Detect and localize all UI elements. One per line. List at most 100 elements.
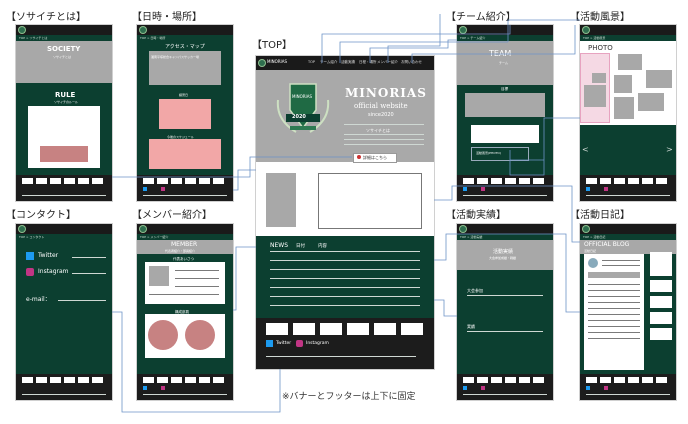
footer-banner[interactable] xyxy=(491,377,502,383)
footer-banner[interactable] xyxy=(213,178,224,184)
footer-banner[interactable] xyxy=(656,377,667,383)
nav-member[interactable]: メンバー紹介 xyxy=(377,60,398,64)
footer-banner[interactable] xyxy=(491,178,502,184)
footer-banner[interactable] xyxy=(586,377,597,383)
footer-banner[interactable] xyxy=(36,178,47,184)
next-icon[interactable]: > xyxy=(666,145,673,154)
news-row[interactable] xyxy=(270,287,420,288)
footer-banner[interactable] xyxy=(463,377,474,383)
photo-button[interactable]: 活動風景(PHOTO) xyxy=(471,147,529,161)
instagram-icon[interactable] xyxy=(604,187,608,191)
twitter-icon[interactable] xyxy=(463,187,467,191)
instagram-icon[interactable] xyxy=(161,187,165,191)
twitter-icon[interactable] xyxy=(463,386,467,390)
blog-side-item[interactable] xyxy=(650,280,672,292)
footer-banner[interactable] xyxy=(213,377,224,383)
twitter-icon[interactable] xyxy=(586,187,590,191)
footer-banner[interactable] xyxy=(505,178,516,184)
blog-side-item[interactable] xyxy=(650,328,672,340)
footer-banner[interactable] xyxy=(533,178,544,184)
news-row[interactable] xyxy=(270,260,420,261)
footer-banner[interactable] xyxy=(614,377,625,383)
footer-banner[interactable] xyxy=(171,377,182,383)
footer-banner[interactable] xyxy=(519,178,530,184)
footer-banner[interactable] xyxy=(92,178,103,184)
footer-banner[interactable] xyxy=(477,377,488,383)
instagram-icon[interactable] xyxy=(296,340,303,347)
instagram-link[interactable]: Instagram xyxy=(306,341,329,346)
footer-banner[interactable] xyxy=(78,178,89,184)
photo-thumb[interactable] xyxy=(592,73,606,83)
twitter-icon[interactable] xyxy=(26,252,34,260)
footer-banner[interactable] xyxy=(185,178,196,184)
footer-banner[interactable] xyxy=(320,323,342,335)
footer-banner[interactable] xyxy=(143,178,154,184)
photo-thumb[interactable] xyxy=(646,70,672,88)
detail-button[interactable]: 詳細はこちら xyxy=(353,153,397,163)
news-row[interactable] xyxy=(270,278,420,279)
footer-banner[interactable] xyxy=(586,178,597,184)
footer-banner[interactable] xyxy=(185,377,196,383)
photo-thumb[interactable] xyxy=(584,85,606,107)
footer-banner[interactable] xyxy=(600,377,611,383)
footer-banner[interactable] xyxy=(628,377,639,383)
footer-banner[interactable] xyxy=(50,377,61,383)
twitter-icon[interactable] xyxy=(143,187,147,191)
email-field[interactable] xyxy=(58,300,106,301)
footer-banner[interactable] xyxy=(78,377,89,383)
footer-banner[interactable] xyxy=(463,178,474,184)
photo-thumb[interactable] xyxy=(618,54,642,70)
member-avatar[interactable] xyxy=(185,320,215,350)
instagram-icon[interactable] xyxy=(604,386,608,390)
footer-banner[interactable] xyxy=(628,178,639,184)
footer-banner[interactable] xyxy=(171,178,182,184)
footer-banner[interactable] xyxy=(519,377,530,383)
photo-thumb[interactable] xyxy=(614,75,632,93)
footer-banner[interactable] xyxy=(157,178,168,184)
footer-banner[interactable] xyxy=(157,377,168,383)
instagram-icon[interactable] xyxy=(161,386,165,390)
twitter-link[interactable]: Twitter xyxy=(276,341,292,346)
nav-date[interactable]: 日程・場所 xyxy=(359,60,377,64)
contact-instagram[interactable]: Instagram xyxy=(38,268,69,275)
footer-banner[interactable] xyxy=(266,323,288,335)
footer-banner[interactable] xyxy=(64,178,75,184)
nav-contact[interactable]: お問い合わせ xyxy=(401,60,422,64)
footer-banner[interactable] xyxy=(347,323,369,335)
footer-banner[interactable] xyxy=(656,178,667,184)
blog-side-item[interactable] xyxy=(650,312,672,324)
instagram-icon[interactable] xyxy=(26,268,34,276)
twitter-icon[interactable] xyxy=(266,340,273,347)
footer-banner[interactable] xyxy=(505,377,516,383)
footer-banner[interactable] xyxy=(64,377,75,383)
footer-banner[interactable] xyxy=(642,377,653,383)
photo-thumb[interactable] xyxy=(638,93,664,111)
footer-banner[interactable] xyxy=(22,178,33,184)
blog-side-item[interactable] xyxy=(650,296,672,308)
footer-banner[interactable] xyxy=(199,178,210,184)
member-avatar[interactable] xyxy=(148,320,178,350)
footer-banner[interactable] xyxy=(293,323,315,335)
footer-banner[interactable] xyxy=(374,323,396,335)
instagram-icon[interactable] xyxy=(481,386,485,390)
footer-banner[interactable] xyxy=(92,377,103,383)
footer-banner[interactable] xyxy=(533,377,544,383)
footer-banner[interactable] xyxy=(50,178,61,184)
news-row[interactable] xyxy=(270,296,420,297)
prev-icon[interactable]: < xyxy=(582,145,589,154)
footer-banner[interactable] xyxy=(600,178,611,184)
instagram-icon[interactable] xyxy=(481,187,485,191)
nav-top[interactable]: TOP xyxy=(308,60,316,64)
footer-banner[interactable] xyxy=(642,178,653,184)
twitter-icon[interactable] xyxy=(586,386,590,390)
contact-twitter[interactable]: Twitter xyxy=(38,252,59,259)
footer-banner[interactable] xyxy=(199,377,210,383)
footer-banner[interactable] xyxy=(401,323,423,335)
photo-thumb[interactable] xyxy=(614,97,634,119)
footer-banner[interactable] xyxy=(22,377,33,383)
footer-banner[interactable] xyxy=(477,178,488,184)
footer-banner[interactable] xyxy=(143,377,154,383)
footer-banner[interactable] xyxy=(614,178,625,184)
footer-banner[interactable] xyxy=(36,377,47,383)
twitter-icon[interactable] xyxy=(143,386,147,390)
